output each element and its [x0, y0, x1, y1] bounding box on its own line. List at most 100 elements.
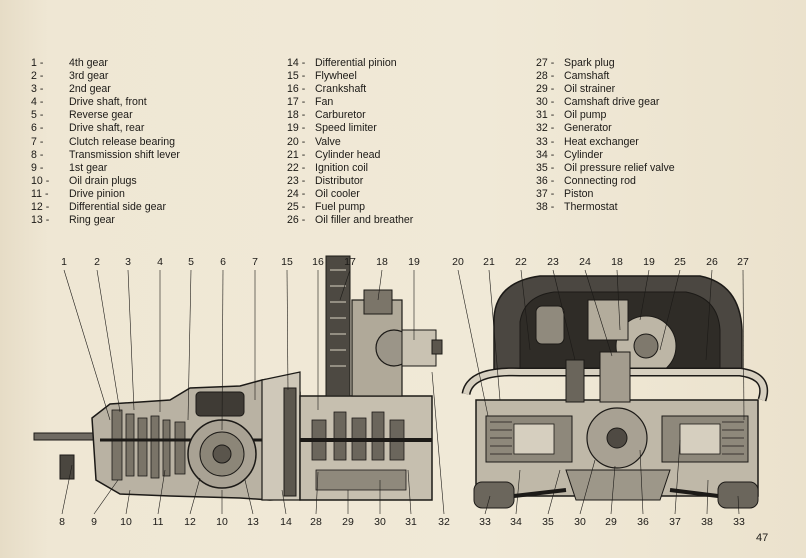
legend-label: Distributor — [315, 174, 364, 187]
legend-label: Oil strainer — [564, 83, 616, 96]
legend-number: 20 - — [287, 135, 306, 148]
callout-leader-line — [706, 479, 709, 515]
legend-number: 5 - — [31, 109, 44, 122]
callout-leader-line — [457, 269, 489, 417]
callout-number: 2 — [94, 256, 100, 268]
legend-number: 25 - — [287, 201, 306, 214]
legend-number: 13 - — [31, 214, 50, 227]
callout-leader-line — [221, 269, 224, 431]
legend-number: 38 - — [536, 201, 555, 214]
callout-number: 35 — [542, 516, 554, 528]
legend-label: 4th gear — [69, 57, 108, 69]
callout-number: 18 — [611, 256, 623, 268]
callout-leader-line — [705, 269, 713, 361]
legend-number: 11 - — [31, 187, 49, 200]
legend-number: 32 - — [536, 122, 555, 135]
legend-number: 37 - — [536, 187, 555, 200]
legend-label: Thermostat — [564, 201, 618, 214]
callout-leader-line — [674, 439, 681, 515]
legend-number: 23 - — [287, 174, 306, 187]
callout-leader-line — [61, 464, 73, 515]
callout-number: 6 — [220, 256, 226, 268]
legend-number: 26 - — [287, 214, 306, 227]
legend-number: 17 - — [287, 96, 306, 109]
callout-leader-line — [616, 269, 621, 331]
legend-item: 14 -Differential pinion — [287, 57, 413, 70]
callout-number: 23 — [547, 256, 559, 268]
callout-leader-line — [742, 269, 745, 421]
legend-number: 28 - — [536, 70, 555, 83]
callout-number: 16 — [312, 256, 324, 268]
legend-number: 21 - — [287, 148, 306, 161]
callout-number: 27 — [737, 256, 749, 268]
legend-item: 12 -Differential side gear — [31, 201, 180, 214]
legend-number: 34 - — [536, 148, 555, 161]
legend-item: 4 -Drive shaft, front — [31, 96, 180, 109]
legend-number: 6 - — [31, 122, 44, 135]
legend-number: 33 - — [536, 135, 555, 148]
callout-leader-line — [520, 269, 531, 351]
legend-item: 26 - Oil filler and breather — [287, 214, 413, 227]
callout-number: 3 — [125, 256, 131, 268]
legend-label: Differential pinion — [315, 57, 397, 69]
legend-item: 2 -3rd gear — [31, 70, 180, 83]
front-view-drawing — [461, 275, 769, 509]
legend-item: 30 -Camshaft drive gear — [536, 96, 675, 109]
legend-number: 30 - — [536, 96, 555, 109]
legend-item: 5 - Reverse gear — [31, 109, 180, 122]
callout-number: 30 — [374, 516, 386, 528]
callout-leader-line — [639, 269, 650, 321]
callout-number: 18 — [376, 256, 388, 268]
legend-item: 38 - Thermostat — [536, 201, 675, 214]
legend-item: 10 -Oil drain plugs — [31, 175, 180, 188]
callout-leader-line — [189, 477, 201, 515]
callout-leader-line — [339, 269, 351, 301]
legend-label: Oil filler and breather — [315, 214, 414, 227]
legend-number: 18 - — [287, 109, 306, 122]
callout-number: 5 — [188, 256, 194, 268]
callout-leader-line — [431, 371, 445, 515]
callout-number: 20 — [452, 256, 464, 268]
legend-number: 29 - — [536, 83, 555, 96]
legend-label: Flywheel — [315, 70, 357, 83]
legend-label: Fan — [315, 96, 334, 109]
legend-item: 32 -Generator — [536, 122, 675, 135]
callout-number: 15 — [281, 256, 293, 268]
legend-item: 31 -Oil pump — [536, 109, 675, 122]
legend-item: 3 -2nd gear — [31, 83, 180, 96]
callout-number: 34 — [510, 516, 522, 528]
callout-number: 29 — [605, 516, 617, 528]
legend-label: Oil pressure relief valve — [564, 161, 675, 174]
legend-number: 9 - — [31, 161, 44, 174]
callout-leader-line — [659, 269, 681, 351]
callout-leader-line — [515, 469, 521, 515]
callout-leader-line — [552, 269, 576, 361]
legend-number: 24 - — [287, 187, 306, 200]
callout-leader-line — [244, 479, 254, 515]
legend-item: 18 - Carburetor — [287, 109, 413, 122]
callout-number: 12 — [184, 516, 196, 528]
legend-item: 19 -Speed limiter — [287, 122, 413, 135]
legend-number: 1 - — [31, 57, 44, 69]
legend-item: 34 -Cylinder — [536, 149, 675, 162]
legend-label: Connecting rod — [564, 174, 636, 187]
legend-label: Camshaft — [564, 70, 610, 83]
legend-label: Carburetor — [315, 109, 366, 122]
callout-number: 24 — [579, 256, 591, 268]
legend-label: Piston — [564, 187, 594, 200]
callout-number: 37 — [669, 516, 681, 528]
legend-label: Reverse gear — [69, 109, 133, 122]
callout-number: 1 — [61, 256, 67, 268]
legend-number: 19 - — [287, 122, 306, 135]
callout-number: 31 — [405, 516, 417, 528]
legend-item: 8 -Transmission shift lever — [31, 149, 180, 162]
callout-leader-line — [286, 269, 289, 391]
legend-number: 4 - — [31, 96, 44, 109]
callout-number: 17 — [344, 256, 356, 268]
